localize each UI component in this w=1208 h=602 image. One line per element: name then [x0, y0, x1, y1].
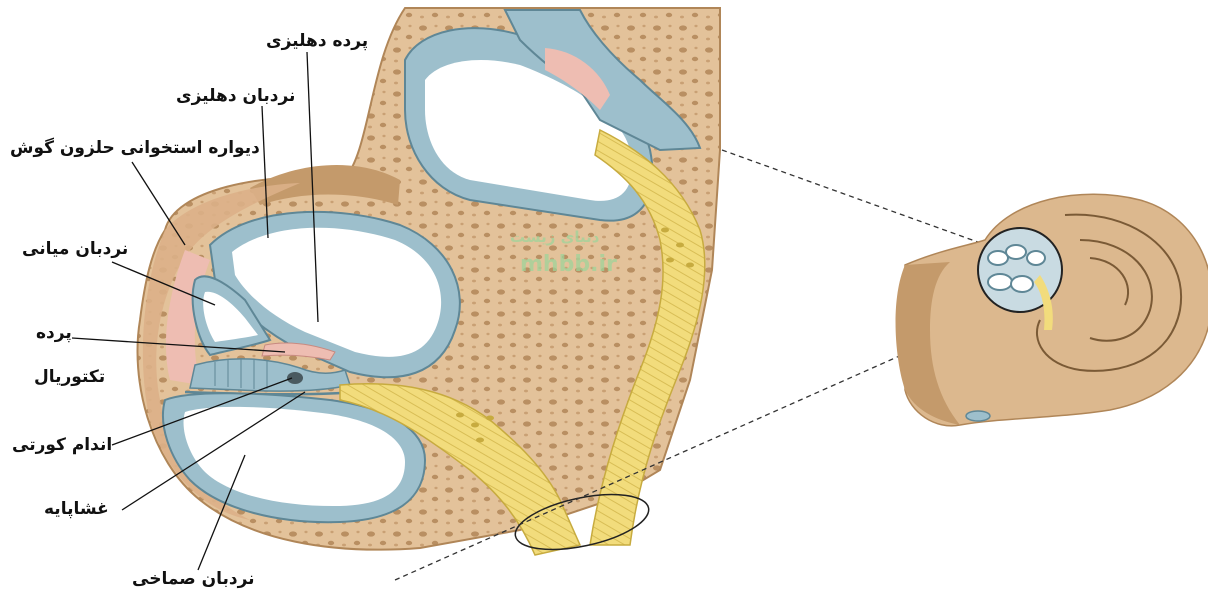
- label-scala-media: نردبان میانی: [22, 240, 128, 259]
- label-tectorial-line1: پرده: [36, 324, 72, 343]
- snail-body: [905, 194, 1208, 426]
- label-organ-of-corti: اندام کورتی: [12, 436, 112, 455]
- watermark-en: mhbb.ir: [520, 252, 617, 277]
- label-scala-tympani: نردبان صماخی: [132, 570, 255, 589]
- round-window: [966, 411, 990, 421]
- label-scala-vestibuli: نردبان دهلیزی: [176, 87, 295, 106]
- label-vestibular-membrane: پرده دهلیزی: [266, 32, 368, 51]
- watermark-fa: دنیای زیست: [510, 228, 599, 246]
- label-cochlea-bony-wall: دیواره استخوانی حلزون گوش: [10, 139, 260, 158]
- label-basilar-membrane: غشاپایه: [44, 500, 109, 519]
- label-tectorial-line2: تکتوریال: [34, 368, 105, 387]
